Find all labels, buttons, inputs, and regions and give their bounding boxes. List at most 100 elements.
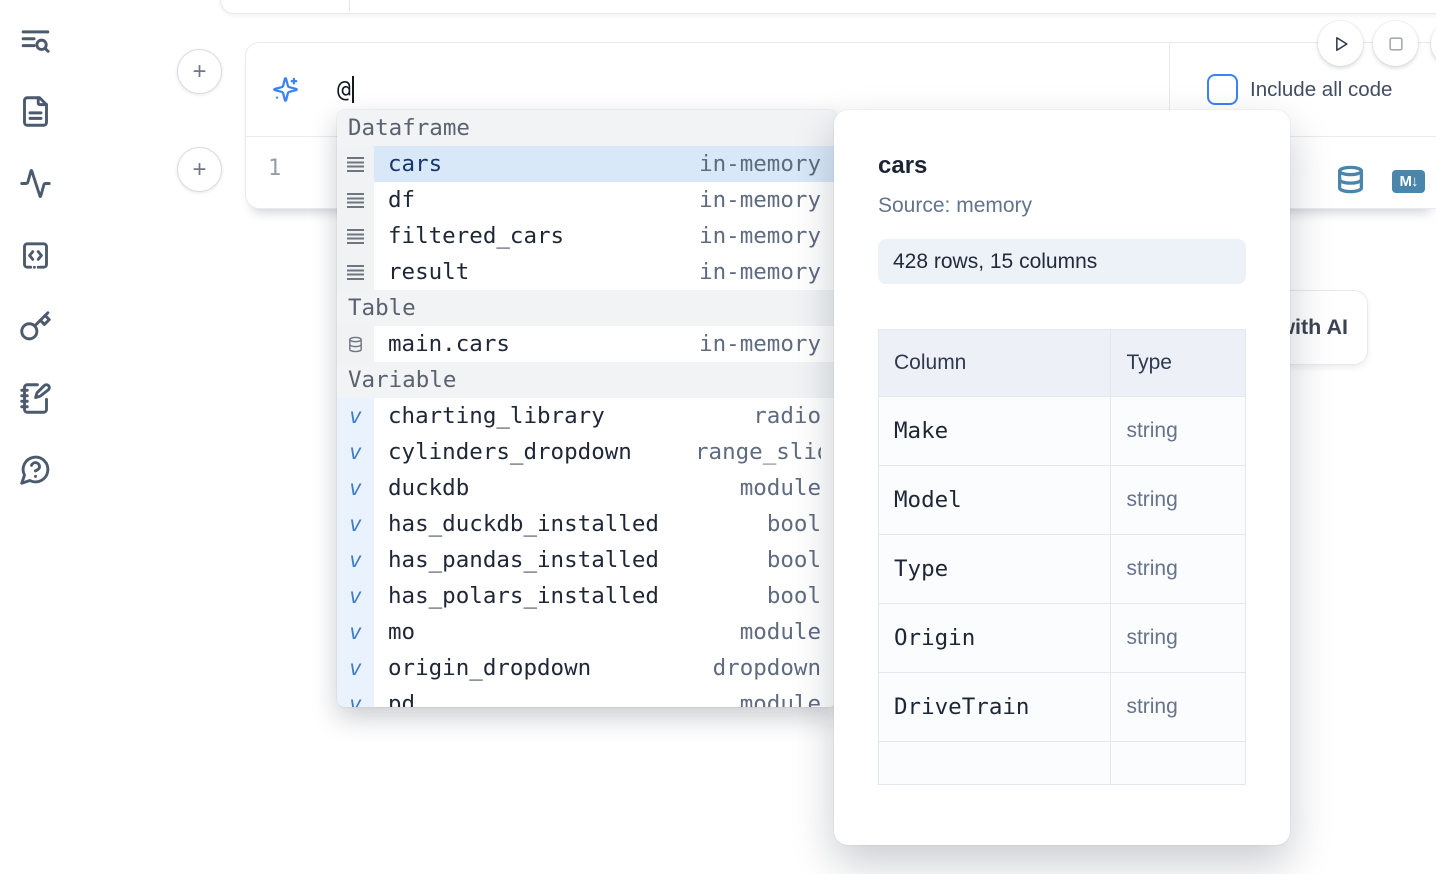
variable-icon: v xyxy=(349,583,362,608)
dataframe-preview-panel: cars Source: memory 428 rows, 15 columns… xyxy=(834,110,1290,845)
completion-item[interactable]: df in-memory xyxy=(337,182,837,218)
stop-cell-button[interactable] xyxy=(1373,21,1418,66)
item-type: in-memory xyxy=(699,259,821,285)
item-name: df xyxy=(388,187,416,213)
list-search-icon[interactable] xyxy=(18,24,52,58)
item-type: in-memory xyxy=(699,223,821,249)
code-snippet-icon[interactable] xyxy=(18,238,52,272)
left-sidebar xyxy=(18,0,58,874)
key-icon[interactable] xyxy=(18,309,52,343)
schema-header-row: Column Type xyxy=(878,328,1246,397)
completion-item[interactable]: cars in-memory xyxy=(337,146,837,182)
schema-row: Origin string xyxy=(878,602,1246,673)
item-name: pd xyxy=(388,691,416,707)
item-name: has_polars_installed xyxy=(388,583,659,609)
code-editor-row[interactable]: 1 M↓ xyxy=(246,137,1436,208)
variable-icon: v xyxy=(349,691,362,707)
preview-shape-badge: 428 rows, 15 columns xyxy=(878,238,1246,284)
completion-item[interactable]: v cylinders_dropdown range_slider xyxy=(337,434,837,470)
item-name: origin_dropdown xyxy=(388,655,592,681)
preview-title: cars xyxy=(878,152,928,179)
dataframe-icon xyxy=(347,156,364,172)
item-type: in-memory xyxy=(699,151,821,177)
item-name: filtered_cars xyxy=(388,223,565,249)
include-all-code-section: Include all code xyxy=(1169,43,1436,136)
variable-icon: v xyxy=(349,655,362,680)
completion-item[interactable]: v has_polars_installed bool xyxy=(337,578,837,614)
completion-item[interactable]: v mo module xyxy=(337,614,837,650)
scratchpad-icon[interactable] xyxy=(18,381,52,415)
dataframe-icon xyxy=(347,228,364,244)
schema-row-clipped xyxy=(878,740,1246,785)
completion-item[interactable]: result in-memory xyxy=(337,254,837,290)
variable-icon: v xyxy=(349,511,362,536)
markdown-icon[interactable]: M↓ xyxy=(1392,170,1425,193)
item-name: result xyxy=(388,259,470,285)
autocomplete-dropdown: Dataframe cars in-memory df in-memory fi… xyxy=(337,110,837,707)
schema-row: DriveTrain string xyxy=(878,671,1246,742)
preview-source: Source: memory xyxy=(878,193,1033,217)
completion-item[interactable]: v duckdb module xyxy=(337,470,837,506)
item-name: cars xyxy=(388,151,443,177)
item-type: range_slider xyxy=(695,439,821,465)
section-header-dataframe: Dataframe xyxy=(337,110,837,146)
completion-item[interactable]: v origin_dropdown dropdown xyxy=(337,650,837,686)
previous-cell-edge xyxy=(220,0,1436,14)
schema-table: Column Type Make string Model string Typ… xyxy=(878,328,1246,785)
schema-row: Model string xyxy=(878,464,1246,535)
schema-row: Make string xyxy=(878,395,1246,466)
include-all-code-checkbox[interactable] xyxy=(1207,74,1238,105)
text-caret xyxy=(351,76,354,103)
section-header-variable: Variable xyxy=(337,362,837,398)
completion-item[interactable]: filtered_cars in-memory xyxy=(337,218,837,254)
item-type: module xyxy=(739,691,821,707)
variable-icon: v xyxy=(349,403,362,428)
item-type: in-memory xyxy=(699,187,821,213)
completion-item[interactable]: v pd module xyxy=(337,686,837,707)
dataframe-icon xyxy=(347,264,364,280)
more-actions-button[interactable] xyxy=(1431,21,1436,66)
column-header: Column xyxy=(878,328,1112,397)
item-name: main.cars xyxy=(388,331,510,357)
run-cell-button[interactable] xyxy=(1318,21,1363,66)
sparkles-icon xyxy=(272,76,299,103)
ai-prompt-input[interactable]: @ xyxy=(337,76,354,103)
schema-row: Type string xyxy=(878,533,1246,604)
item-type: dropdown xyxy=(712,655,821,681)
datasource-icon[interactable] xyxy=(1336,164,1365,195)
add-cell-below-button[interactable]: + xyxy=(177,147,222,192)
item-name: mo xyxy=(388,619,416,645)
item-type: module xyxy=(739,475,821,501)
completion-item[interactable]: v charting_library radio xyxy=(337,398,837,434)
variable-icon: v xyxy=(349,475,362,500)
completion-item[interactable]: main.cars in-memory xyxy=(337,326,837,362)
item-type: in-memory xyxy=(699,331,821,357)
item-name: charting_library xyxy=(388,403,605,429)
help-icon[interactable] xyxy=(18,452,52,486)
item-name: cylinders_dropdown xyxy=(388,439,632,465)
line-number: 1 xyxy=(268,155,282,181)
completion-item[interactable]: v has_duckdb_installed bool xyxy=(337,506,837,542)
completion-item[interactable]: v has_pandas_installed bool xyxy=(337,542,837,578)
ai-prompt-value: @ xyxy=(337,77,351,103)
item-type: radio xyxy=(753,403,821,429)
item-type: bool xyxy=(766,583,821,609)
variable-icon: v xyxy=(349,547,362,572)
variable-icon: v xyxy=(349,619,362,644)
add-cell-above-button[interactable]: + xyxy=(177,49,222,94)
dataframe-icon xyxy=(347,192,364,208)
item-type: bool xyxy=(766,511,821,537)
table-database-icon xyxy=(349,336,362,352)
include-all-code-label: Include all code xyxy=(1250,77,1393,101)
previous-cell-divider xyxy=(349,0,350,11)
item-name: duckdb xyxy=(388,475,470,501)
section-header-table: Table xyxy=(337,290,837,326)
variable-icon: v xyxy=(349,439,362,464)
type-header: Type xyxy=(1110,328,1246,397)
item-name: has_pandas_installed xyxy=(388,547,659,573)
item-name: has_duckdb_installed xyxy=(388,511,659,537)
item-type: module xyxy=(739,619,821,645)
activity-icon[interactable] xyxy=(18,166,52,200)
document-icon[interactable] xyxy=(18,94,52,128)
